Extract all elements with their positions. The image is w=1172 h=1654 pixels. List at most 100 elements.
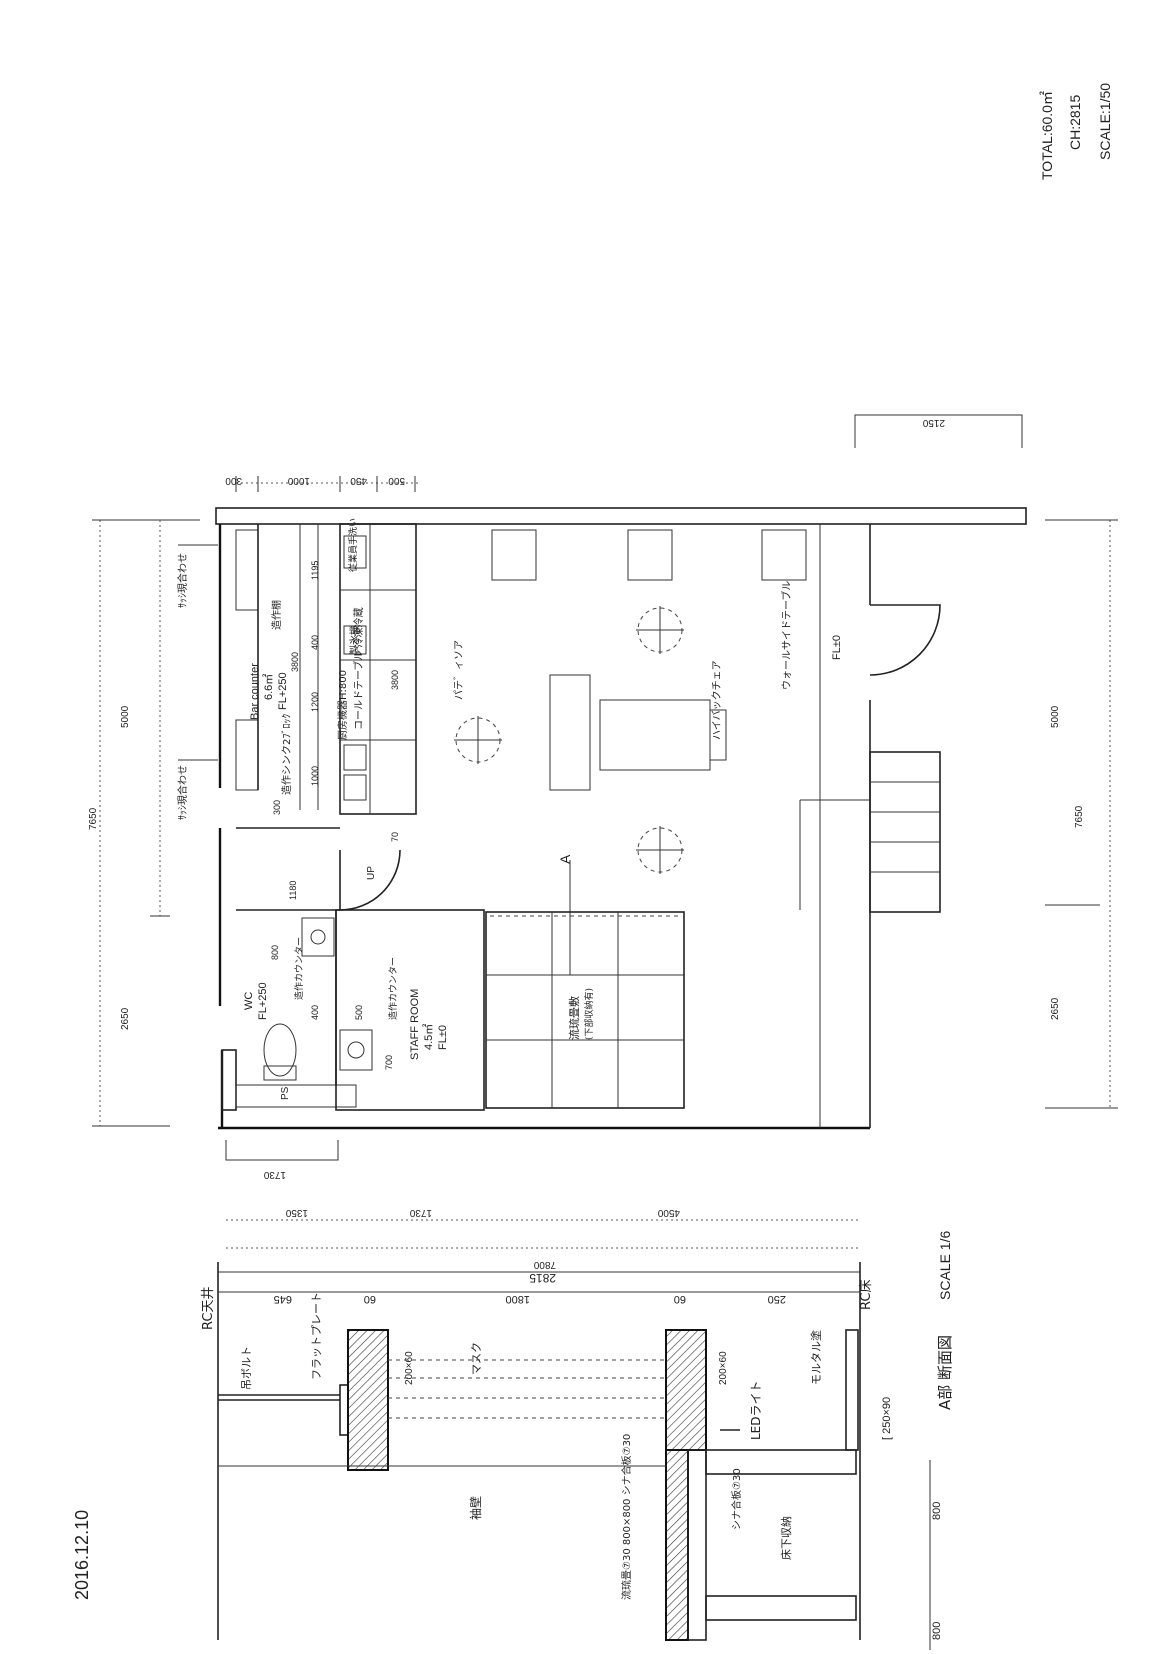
- drawing-date: 2016.12.10: [72, 1510, 92, 1600]
- pendant-light: [454, 716, 502, 764]
- tatami-stack: [665, 1449, 689, 1641]
- right-top-dim-bracket: [854, 414, 1023, 448]
- counter-label-sink: 造作シンク2ﾌﾞﾛｯｸ: [280, 714, 293, 795]
- floor-slab: [705, 1449, 857, 1475]
- left-wall-column: [221, 1049, 237, 1111]
- left-dim-total-label: 7650: [88, 807, 99, 830]
- section-overall: 2815: [529, 1271, 556, 1285]
- sash-label-top: ｻｯｼ現合わせ: [176, 553, 189, 608]
- toilet: [263, 1023, 297, 1077]
- counter-label-cold: コールドテーブル 冷凍冷蔵: [352, 607, 365, 730]
- counter-dim-1200: 1200: [310, 692, 320, 712]
- wc-basin-bowl: [310, 929, 326, 945]
- pendant-light: [636, 826, 684, 874]
- staff-counter-label: 造作カウンター: [387, 957, 399, 1020]
- bar-counter-name: Bar counter: [249, 663, 261, 720]
- staff-room-name: STAFF ROOM: [409, 989, 421, 1060]
- counter-shelf-mid: [235, 719, 259, 791]
- section-scale: SCALE 1/6: [937, 1231, 953, 1300]
- wall-seat: [627, 529, 673, 581]
- bottom-dim-total: 7800: [533, 1259, 556, 1270]
- hand-wash-sink: [343, 535, 367, 569]
- section-dim-1800: 1800: [506, 1293, 530, 1305]
- mask-label: マスク: [470, 1342, 483, 1375]
- header-total: TOTAL:60.0㎡: [1039, 91, 1055, 180]
- tatami-note: (下部収納有): [583, 988, 595, 1040]
- counter-dim-70: 70: [390, 832, 400, 842]
- staff-sink-bowl: [347, 1041, 365, 1059]
- channel-label: [ 250×90: [881, 1397, 893, 1440]
- entry-stair: [799, 751, 941, 913]
- header-scale: SCALE:1/50: [1097, 83, 1113, 160]
- rc-floor-label: RC床: [859, 1280, 874, 1310]
- fl-main-label: FL±0: [831, 635, 843, 660]
- counter-label-hood: 厨房機器H:800: [336, 670, 349, 740]
- wall-seat: [491, 529, 537, 581]
- tatami-spec-label: 流琉畳⑦30 800×800 シナ合板⑦30: [620, 1434, 633, 1600]
- counter-label-ice: 製氷機: [348, 625, 361, 655]
- bottom-sub-dim: [225, 1140, 339, 1161]
- bolt-label: 吊ボルト: [240, 1346, 253, 1390]
- section-dim-60a: 60: [364, 1293, 376, 1305]
- counter-dim-300: 300: [272, 800, 282, 815]
- right-dim-upper-label: 5000: [1050, 705, 1061, 728]
- patio-chair-label: パテ゛ィソア: [453, 640, 465, 700]
- top-dim-500: 500: [388, 475, 405, 486]
- pendant-light: [636, 606, 684, 654]
- beam-b-label: 200×60: [718, 1351, 729, 1385]
- bottom-sub-dim-label: 1730: [263, 1169, 286, 1180]
- high-back-chair: [709, 709, 727, 761]
- wall-side-table-label: ウォールサイドテーブル: [780, 581, 793, 690]
- up-label: UP: [366, 866, 377, 880]
- ps-shaft: [235, 1084, 357, 1108]
- entry-door-swing: [869, 604, 941, 676]
- wall-seat: [761, 529, 807, 581]
- top-wall: [215, 507, 1027, 525]
- left-dim-lower-label: 2650: [120, 1007, 131, 1030]
- wc-dim-800: 800: [270, 945, 280, 960]
- plan-group: 300 1000 450 500 2150 7650 5000 2650 ｻｯｼ…: [88, 414, 1118, 1270]
- bar-counter-level: FL+250: [277, 672, 289, 710]
- wc-dim-1180: 1180: [288, 881, 298, 900]
- wc-level: FL+250: [257, 982, 269, 1020]
- counter-dim-400: 400: [310, 635, 320, 650]
- staff-sink: [339, 1029, 373, 1071]
- bar-counter-area: 6.6㎡: [262, 674, 275, 700]
- high-table: [549, 674, 591, 791]
- section-group: 2815 645 60 1800 60 250 RC天井 RC床 吊ボルト フラ…: [201, 1231, 954, 1650]
- ps-label: PS: [280, 1086, 291, 1100]
- wc-counter-label: 造作カウンター: [293, 937, 305, 1000]
- mortar-label: モルタル塗: [809, 1330, 823, 1385]
- wc-dim-400: 400: [310, 1005, 320, 1020]
- counter-label-storage: 造作棚: [270, 600, 283, 630]
- floor-dim-800b: 800: [931, 1622, 943, 1640]
- floor-under-label: 床下収納: [779, 1516, 793, 1560]
- staff-dim-700: 700: [384, 1055, 394, 1070]
- beam-b: [665, 1329, 707, 1451]
- bottom-dim-b: 1730: [409, 1207, 432, 1218]
- section-mark: A: [557, 854, 573, 864]
- high-back-chair-label: ハイバックチェア: [711, 660, 723, 740]
- beam-a-label: 200×60: [404, 1351, 415, 1385]
- counter-dim-3800a: 3800: [290, 652, 300, 672]
- top-dim-450: 450: [350, 475, 367, 486]
- wc-basin: [301, 917, 335, 957]
- counter-appliance: [343, 774, 367, 801]
- sash-label-mid: ｻｯｼ現合わせ: [176, 765, 189, 820]
- right-dim-total-label: 7650: [1074, 805, 1085, 828]
- counter-appliance: [343, 744, 367, 771]
- counter-dim-3800b: 3800: [390, 670, 400, 690]
- flat-plate-label: フラットプレート: [310, 1292, 323, 1380]
- bottom-dim-a: 1350: [285, 1207, 308, 1218]
- tatami-area: [485, 911, 685, 1109]
- section-dim-60b: 60: [674, 1293, 686, 1305]
- side-wall-label: 袖壁: [468, 1496, 483, 1520]
- staff-room-level: FL±0: [437, 1025, 449, 1050]
- section-dim-250: 250: [768, 1293, 786, 1305]
- staff-room-walls: [335, 909, 485, 1111]
- counter-dim-1195: 1195: [310, 561, 320, 580]
- section-dim-645: 645: [274, 1293, 292, 1305]
- bottom-dim-c: 4500: [657, 1207, 680, 1218]
- ice-machine: [343, 625, 367, 655]
- led-label: LEDライト: [749, 1380, 763, 1440]
